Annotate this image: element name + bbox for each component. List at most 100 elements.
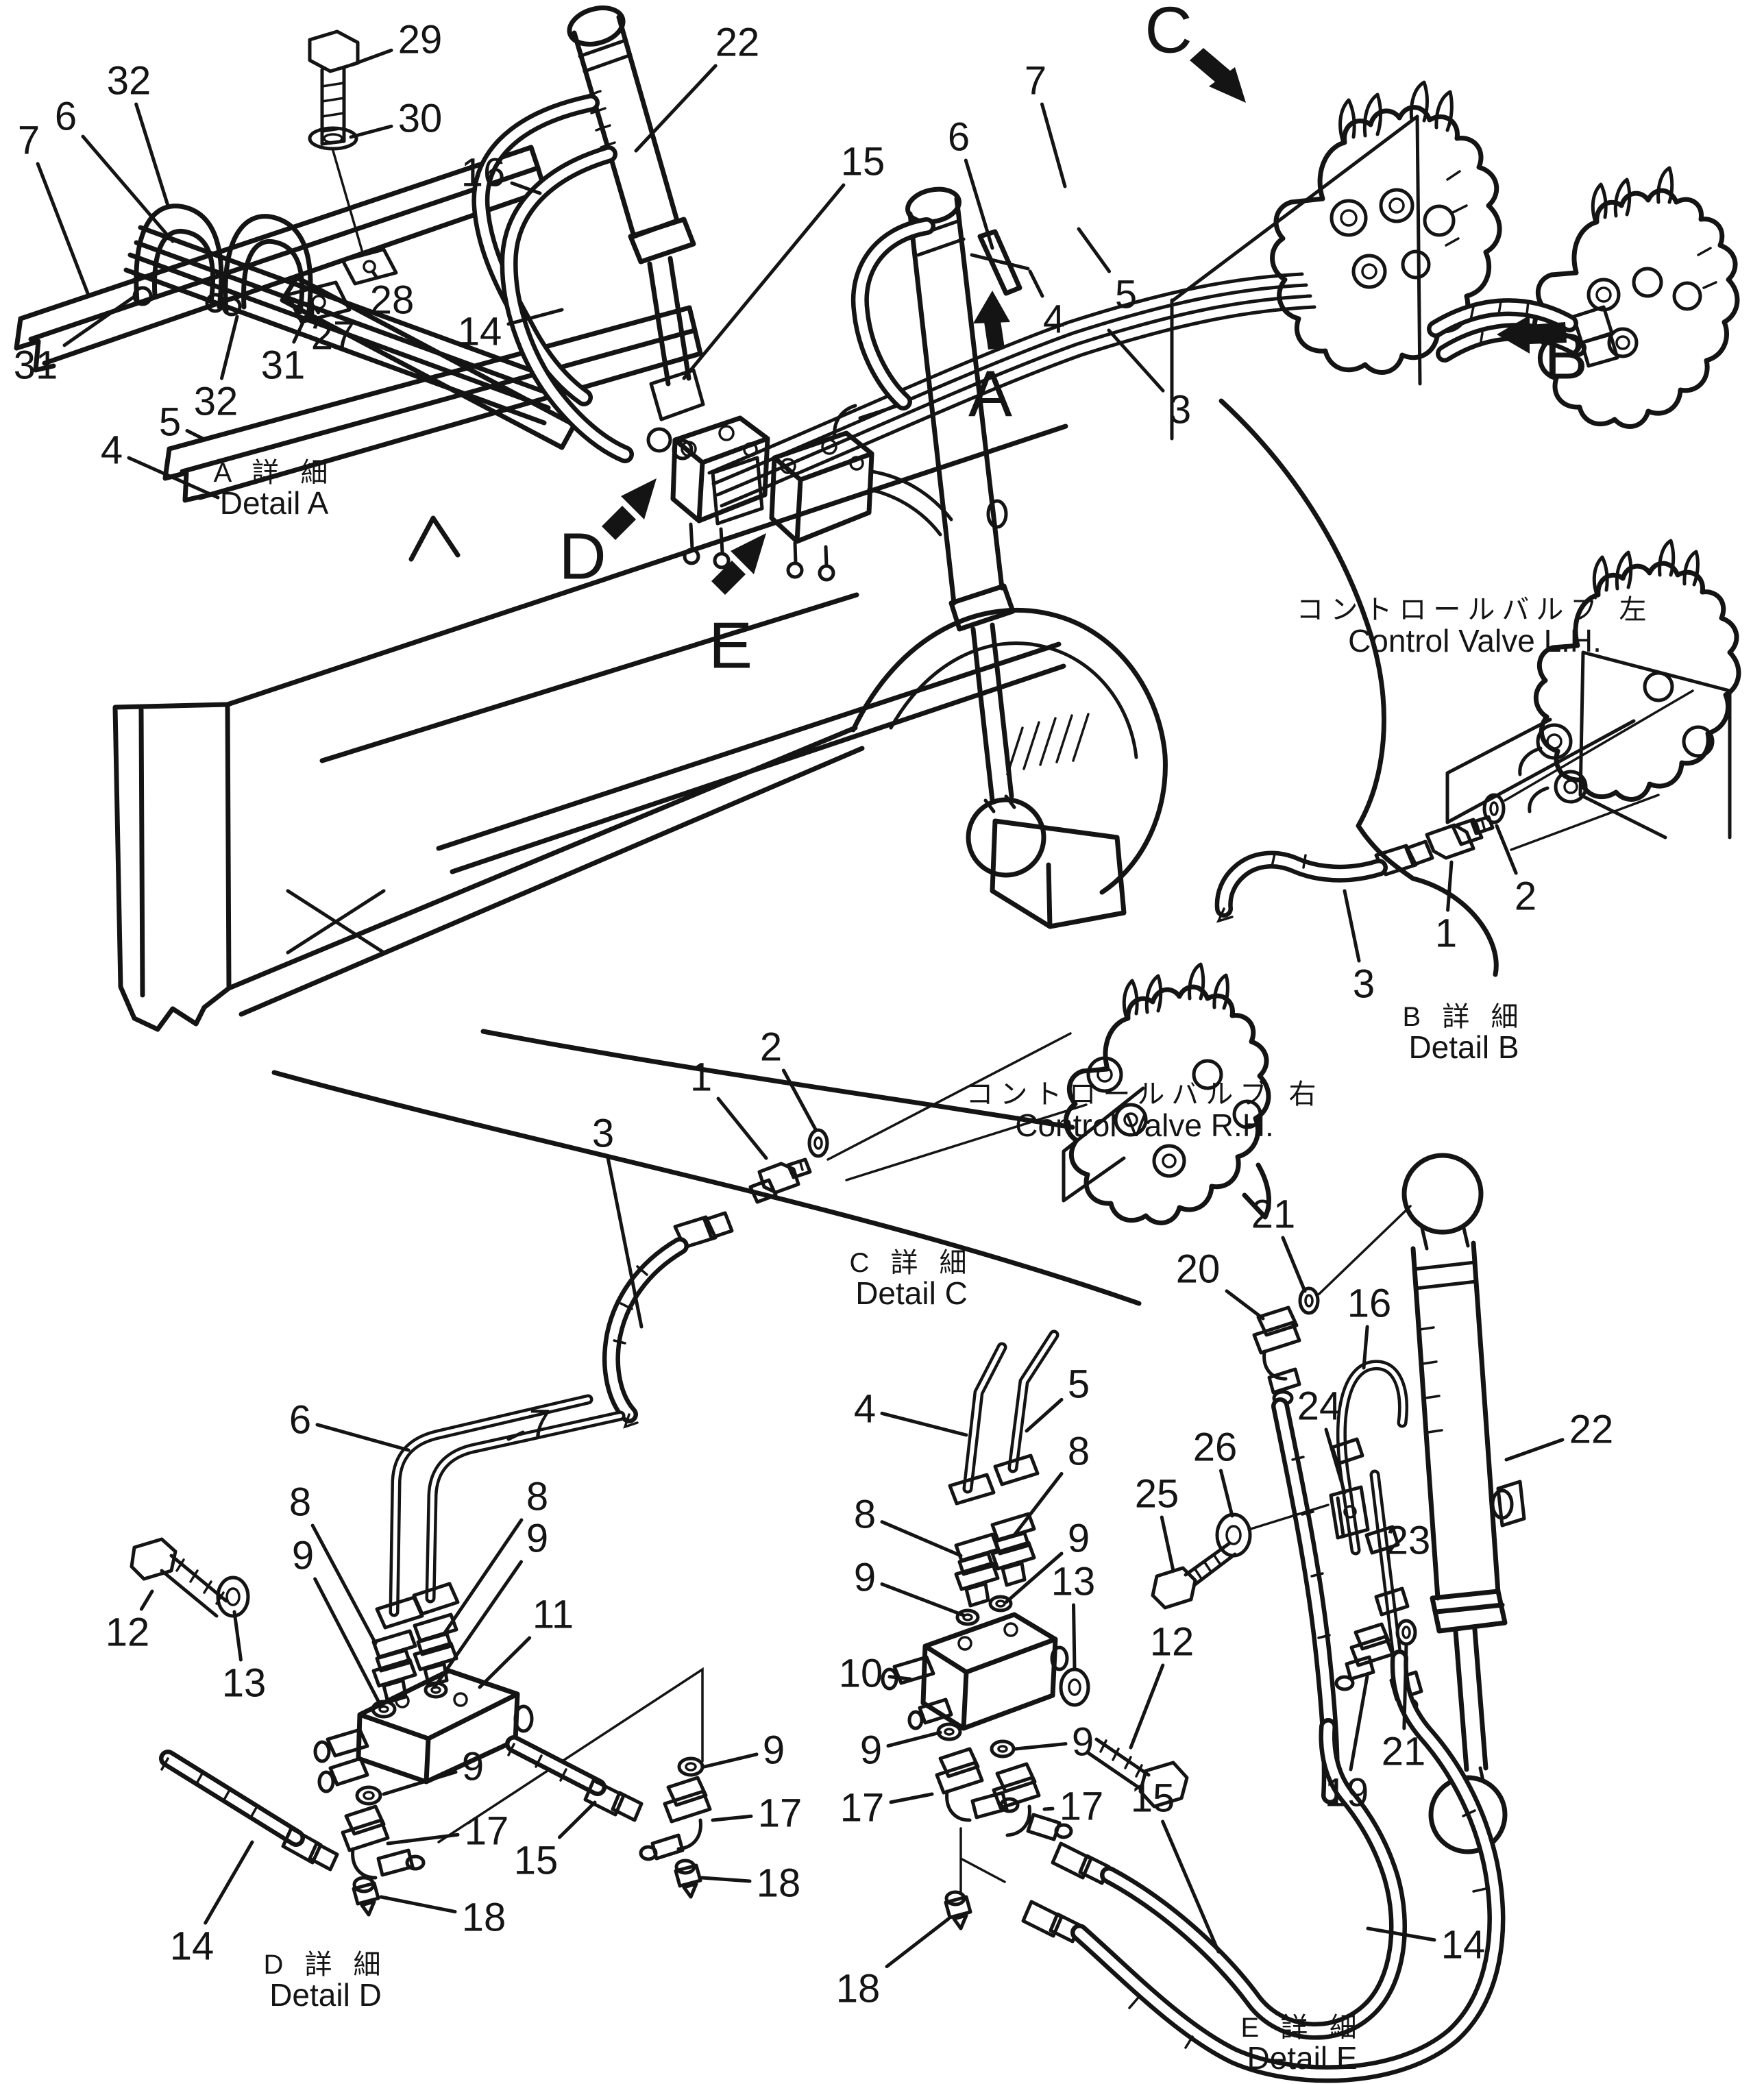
- detail-caption-jp: C 詳 細: [849, 1248, 973, 1278]
- detail-caption-en: Detail C: [855, 1275, 968, 1311]
- leader-line-21-36: [1402, 1643, 1408, 1730]
- leader-line-9-58: [432, 1560, 523, 1689]
- callout-27-6: 27: [311, 314, 356, 358]
- mount-plate-27: [286, 280, 352, 324]
- plug-18-right-d: [674, 1859, 702, 1899]
- leader-line-9-42: [1004, 1552, 1064, 1604]
- callout-9-47: 9: [1072, 1720, 1094, 1765]
- frame-bottom-edges: [226, 641, 1066, 1017]
- ground-curves: [271, 1029, 1142, 1306]
- leader-line-30-4: [349, 124, 393, 139]
- elbow-17-left: [341, 1804, 426, 1880]
- washer-13-e: [1059, 1667, 1090, 1707]
- leader-line-14-15: [506, 308, 564, 326]
- view-letter-D: D: [559, 520, 606, 593]
- view-arrow-e: [711, 533, 766, 595]
- view-letter-B: B: [1544, 320, 1588, 393]
- view-letter-A: A: [968, 358, 1012, 431]
- callout-31-7: 31: [14, 343, 58, 388]
- leader-line-10-43: [887, 1675, 912, 1681]
- detail-b-fitting-1: [1425, 815, 1495, 860]
- detail-caption-jp: A 詳 細: [214, 458, 335, 488]
- hose-clamp-24: [1329, 1485, 1370, 1540]
- detail-caption-en: Detail B: [1408, 1029, 1519, 1065]
- body-right-outline: [1218, 398, 1499, 977]
- detail-caption-jp: D 詳 細: [263, 1950, 387, 1980]
- fitting-8-right-e: [990, 1512, 1036, 1587]
- leader-line-8-39: [880, 1520, 963, 1558]
- leader-line-17-64: [386, 1832, 460, 1846]
- valve-rh-window: [1062, 1086, 1145, 1203]
- plug-18-left: [352, 1876, 380, 1917]
- callout-18-68: 18: [757, 1861, 801, 1906]
- bolt-12-e: [1086, 1737, 1189, 1809]
- manifold-left: [670, 415, 770, 569]
- leader-line-32-10: [220, 315, 239, 380]
- callout-9-63: 9: [763, 1728, 785, 1773]
- callout-14-69: 14: [170, 1924, 215, 1969]
- frame-top-edge: [225, 424, 1068, 763]
- leader-line-28-5: [371, 271, 378, 279]
- u-clamp-left: [132, 204, 225, 313]
- fender-arc: [850, 608, 1168, 895]
- callout-3-23: 3: [1353, 962, 1375, 1007]
- callout-9-42: 9: [1068, 1517, 1090, 1561]
- callout-1-22: 1: [1435, 911, 1457, 956]
- detail-caption-jp: B 詳 細: [1403, 1002, 1526, 1032]
- hose-16: [471, 94, 600, 406]
- leader-line-1-25: [716, 1096, 768, 1160]
- detail-a-assembly: [14, 29, 703, 503]
- callout-4-8: 4: [101, 428, 123, 473]
- callout-3-20: 3: [1169, 388, 1191, 432]
- leader-line-5-38: [1025, 1397, 1064, 1433]
- leader-line-29-3: [349, 48, 393, 67]
- detail-c-fitting-1: [748, 1157, 812, 1204]
- frame-fin: [408, 515, 461, 562]
- leader-line-8-40: [1012, 1471, 1064, 1537]
- elbow-19: [1334, 1622, 1395, 1691]
- manifold-right: [769, 430, 953, 582]
- detail-b-o-ring-2: [1482, 793, 1506, 824]
- detail-d-flag: [437, 1667, 704, 1843]
- valve-caption-jp: コントロールバルブ 右: [966, 1079, 1323, 1110]
- callout-25-32: 25: [1135, 1472, 1179, 1517]
- control-valve-lh: [1445, 539, 1741, 851]
- leader-line-1-22: [1446, 860, 1454, 912]
- leader-line-7-17: [1040, 102, 1067, 188]
- bent-pipe-5: [1007, 1329, 1059, 1473]
- callout-11-61: 11: [532, 1593, 574, 1637]
- leader-line-13-44: [1072, 1603, 1077, 1671]
- valve-caption-jp: コントロールバルブ 左: [1296, 595, 1653, 625]
- callout-15-50: 15: [1131, 1776, 1175, 1821]
- clamped-tubes: [123, 225, 561, 426]
- leader-line-18-68: [700, 1876, 752, 1883]
- detail-e-bracket: [959, 1827, 1006, 1893]
- leader-line-17-48: [889, 1792, 934, 1804]
- callout-8-39: 8: [854, 1493, 876, 1537]
- leader-line-2-24: [781, 1068, 818, 1131]
- leader-line-2-21: [1495, 824, 1518, 875]
- view-arrow-a: [973, 291, 1010, 350]
- leader-line-12-59: [139, 1589, 154, 1611]
- view-letter-E: E: [709, 609, 752, 683]
- leader-line-22-34: [1504, 1438, 1565, 1462]
- leader-line-9-63: [702, 1752, 759, 1769]
- callout-6-1: 6: [55, 95, 77, 139]
- bent-pipe-7: [425, 1410, 626, 1604]
- callout-9-58: 9: [526, 1517, 548, 1561]
- plug-18-e: [944, 1890, 972, 1930]
- elbow-17-right-e: [992, 1762, 1073, 1841]
- leader-line-7-54: [506, 1430, 525, 1441]
- bent-pipe-4: [962, 1342, 1007, 1494]
- callout-2-24: 2: [760, 1025, 782, 1070]
- leader-line-4-19: [1028, 269, 1044, 298]
- bent-pipe-6: [389, 1394, 593, 1617]
- o-ring-21-lower: [1395, 1619, 1417, 1646]
- leader-line-25-32: [1160, 1515, 1175, 1573]
- leader-line-18-67: [379, 1895, 457, 1914]
- fitting-8-left: [371, 1629, 417, 1704]
- callout-8-40: 8: [1068, 1430, 1090, 1474]
- bolt-25: [1151, 1541, 1237, 1610]
- leader-line-9-46: [886, 1730, 942, 1748]
